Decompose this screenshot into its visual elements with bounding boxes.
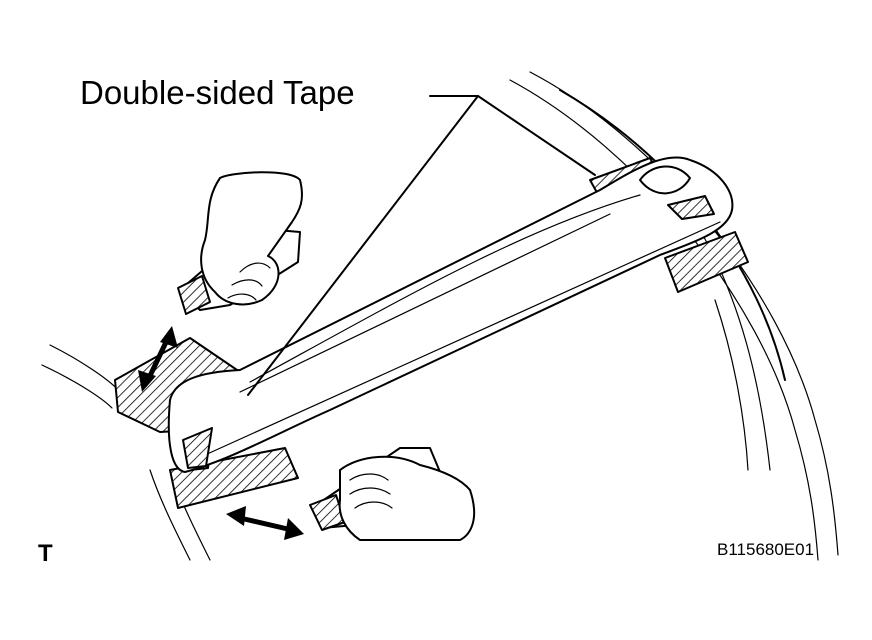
hand-icon-right: [309, 447, 476, 541]
callout-leader-lines: [247, 95, 596, 396]
tape-piece-left-bottom: [169, 447, 299, 509]
corner-mark-label: T: [38, 540, 53, 567]
figure-code-label: B115680E01: [717, 540, 814, 559]
callout-label-double-sided-tape: Double-sided Tape: [80, 74, 355, 111]
double-arrow-icon-vertical: [138, 326, 178, 392]
hand-icon-left: [177, 171, 303, 315]
tape-piece-right-bottom: [664, 231, 749, 293]
rear-spoiler: [167, 156, 734, 473]
double-arrow-icon-horizontal: [226, 506, 304, 540]
